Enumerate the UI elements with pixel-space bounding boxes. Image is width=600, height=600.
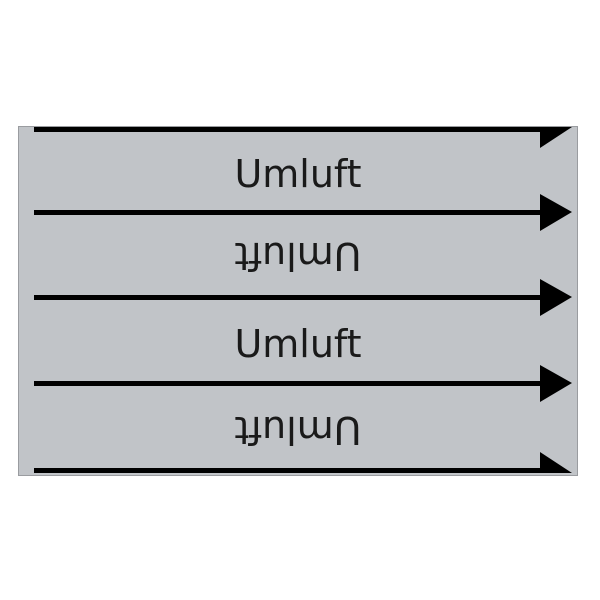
medium-text-row-4-inverted: Umluft (234, 408, 362, 452)
medium-text-row-1: Umluft (234, 152, 362, 196)
medium-text-row-3: Umluft (234, 322, 362, 366)
medium-text-row-2-inverted: Umluft (234, 234, 362, 278)
pipe-marker-label (18, 126, 578, 476)
